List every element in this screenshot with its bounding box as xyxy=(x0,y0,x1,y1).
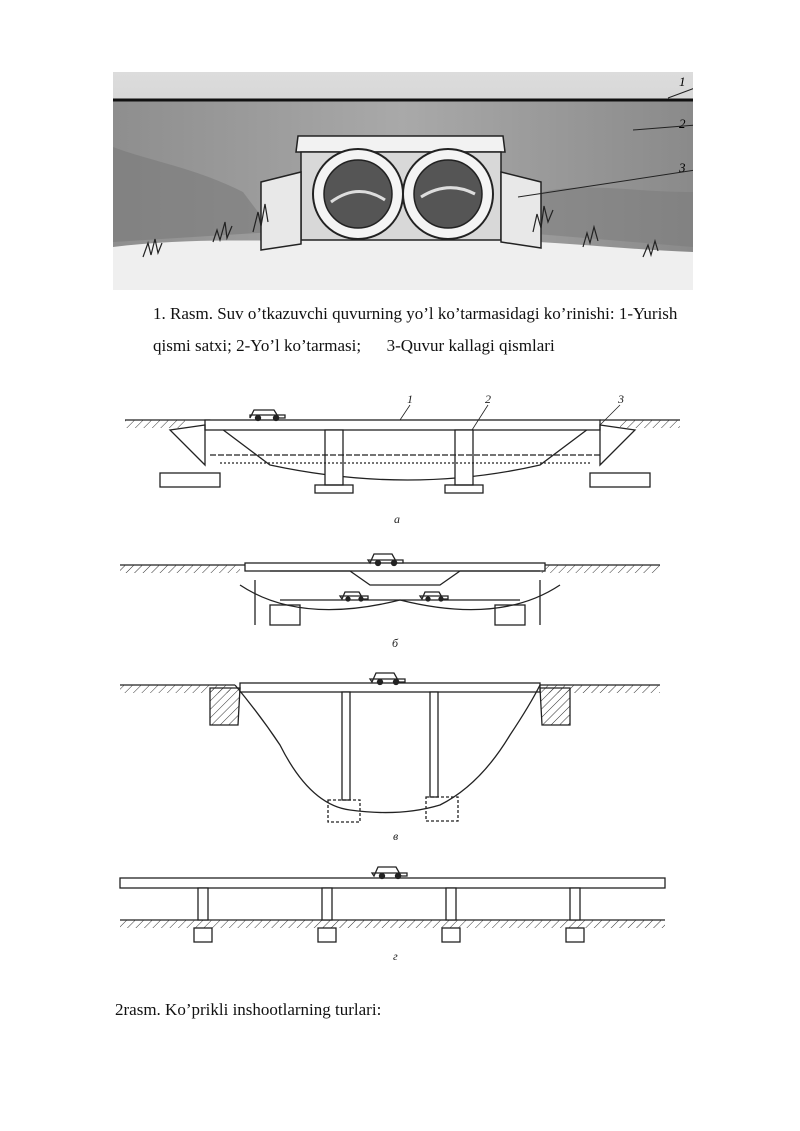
figure1-caption-line2: qismi satxi; 2-Yo’l ko’tarmasi; 3-Quvur … xyxy=(153,336,555,355)
figure1-caption: 1. Rasm. Suv o’tkazuvchi quvurning yo’l … xyxy=(153,298,753,362)
car-icon xyxy=(418,591,449,602)
figure1-caption-line1: 1. Rasm. Suv o’tkazuvchi quvurning yo’l … xyxy=(153,304,678,323)
bridge-type-v xyxy=(120,672,660,823)
callout-2: 2 xyxy=(679,116,686,131)
bridge-type-b xyxy=(120,553,660,626)
sublabel-b: б xyxy=(392,636,399,650)
callout-3: 3 xyxy=(678,160,686,175)
sublabel-g: г xyxy=(393,949,398,963)
fig2-callout-1: 1 xyxy=(407,392,413,406)
bridge-types-diagram: 1 2 3 а xyxy=(119,392,680,963)
car-icon xyxy=(338,591,369,602)
culvert-illustration: 1 2 3 xyxy=(113,72,693,290)
bridge-type-g xyxy=(119,866,666,943)
figure2-caption: 2rasm. Ko’prikli inshootlarning turlari: xyxy=(115,1000,382,1019)
bridge-type-a xyxy=(125,404,680,494)
callout-1: 1 xyxy=(679,74,686,89)
fig2-callout-3: 3 xyxy=(617,392,624,406)
sublabel-v: в xyxy=(393,829,398,843)
car-icon xyxy=(370,866,408,880)
sublabel-a: а xyxy=(394,512,400,526)
car-icon xyxy=(368,672,406,686)
car-icon xyxy=(366,553,404,567)
car-icon xyxy=(249,409,286,422)
fig2-callout-2: 2 xyxy=(485,392,491,406)
